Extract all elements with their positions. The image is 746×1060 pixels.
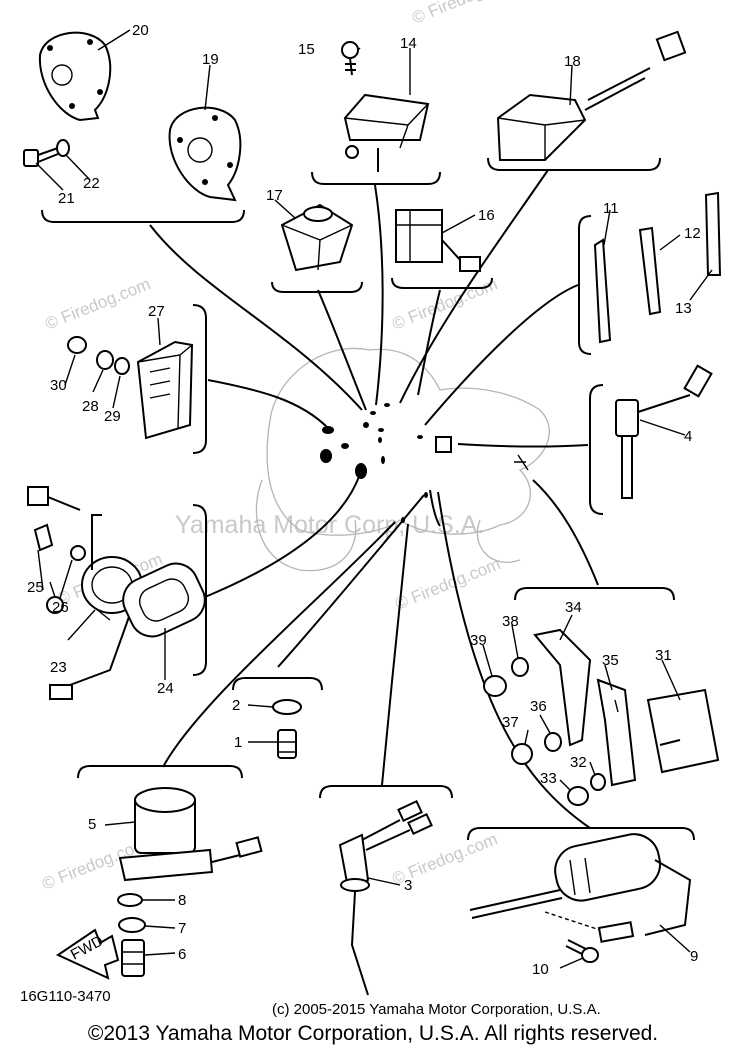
- relay-17: [280, 203, 354, 272]
- connector-mark: [370, 411, 376, 415]
- callout-15: 15: [298, 41, 315, 58]
- gasket-24: [122, 562, 206, 638]
- callout-34: 34: [565, 599, 582, 616]
- callout-11: 11: [603, 200, 619, 217]
- fasteners-6-8: [117, 893, 146, 977]
- watermark-site: © Firedog.com: [392, 554, 503, 613]
- callout-27: 27: [148, 303, 165, 320]
- connector-mark: [355, 463, 367, 479]
- callout-10: 10: [532, 961, 549, 978]
- callout-22: 22: [83, 175, 100, 192]
- watermark-center: Yamaha Motor Corp, U.S.A.: [175, 511, 484, 539]
- bolt-10: [565, 939, 599, 963]
- callout-35: 35: [602, 652, 619, 669]
- callout-23: 23: [50, 659, 67, 676]
- nuts-28-30: [67, 336, 130, 375]
- callout-36: 36: [530, 698, 547, 715]
- sensor-4: [615, 364, 713, 499]
- connector-mark: [417, 435, 423, 439]
- unit-18: [496, 30, 687, 161]
- frame-outline: [255, 347, 550, 572]
- callout-14: 14: [400, 35, 417, 52]
- watermark-site: © Firedog.com: [389, 274, 500, 333]
- leader-lines: [149, 169, 599, 829]
- connector-mark: [341, 443, 349, 449]
- callout-7: 7: [178, 920, 186, 937]
- connector-mark: [514, 454, 529, 471]
- callout-38: 38: [502, 613, 519, 630]
- copyright-notice: ©2013 Yamaha Motor Corporation, U.S.A. A…: [87, 1022, 659, 1045]
- callout-18: 18: [564, 53, 581, 70]
- bolt-21: [23, 139, 70, 167]
- callout-28: 28: [82, 398, 99, 415]
- callout-39: 39: [470, 632, 487, 649]
- callout-26: 26: [52, 599, 69, 616]
- switch-5: [118, 787, 263, 882]
- callout-19: 19: [202, 51, 219, 68]
- fastener-1-2: [272, 699, 302, 759]
- horn-20: [38, 31, 112, 122]
- relay-14: [343, 93, 430, 172]
- switch-3: [338, 800, 433, 996]
- horn-19: [168, 106, 242, 202]
- nuts-32-39: [483, 657, 606, 806]
- relay-16: [395, 209, 481, 272]
- connector-mark: [435, 436, 452, 453]
- screw-15: [341, 41, 359, 76]
- diagram-code: 16G110-3470: [20, 988, 111, 1005]
- callout-25: 25: [27, 579, 44, 596]
- callout-2: 2: [232, 697, 240, 714]
- callout-24: 24: [157, 680, 174, 697]
- watermark-site: © Firedog.com: [409, 0, 520, 28]
- callout-29: 29: [104, 408, 121, 425]
- forward-arrow: FWD: [55, 928, 120, 980]
- connector-mark: [320, 449, 332, 463]
- callout-1: 1: [234, 734, 242, 751]
- callout-8: 8: [178, 892, 186, 909]
- callout-6: 6: [178, 946, 186, 963]
- callout-16: 16: [478, 207, 495, 224]
- connector-mark: [378, 428, 384, 432]
- callout-31: 31: [655, 647, 672, 664]
- solenoid-9: [469, 833, 692, 943]
- callout-37: 37: [502, 714, 519, 731]
- connector-mark: [322, 426, 334, 434]
- callout-5: 5: [88, 816, 96, 833]
- connector-mark: [378, 437, 382, 443]
- brackets-34-35: [533, 628, 637, 787]
- connector-mark: [381, 456, 385, 464]
- callout-13: 13: [675, 300, 692, 317]
- callout-21: 21: [58, 190, 75, 207]
- cdi-27: [136, 340, 194, 440]
- callout-4: 4: [684, 428, 692, 445]
- callouts: 20 19 21 22 15 14 18 17 16 11 12 13 27 3…: [27, 22, 701, 978]
- connector-mark: [363, 422, 369, 428]
- group-brackets: [41, 157, 695, 841]
- callout-20: 20: [132, 22, 149, 39]
- cable-bands-11-13: [593, 191, 722, 344]
- small-notice: (c) 2005-2015 Yamaha Motor Corporation, …: [272, 1001, 601, 1018]
- connector-mark: [384, 403, 390, 407]
- pad-31: [646, 688, 720, 774]
- screw-25: [33, 523, 86, 614]
- callout-3: 3: [404, 877, 412, 894]
- connector-marks: [320, 403, 529, 523]
- callout-30: 30: [50, 377, 67, 394]
- watermark-site: © Firedog.com: [42, 274, 153, 333]
- callout-32: 32: [570, 754, 587, 771]
- callout-9: 9: [690, 948, 698, 965]
- parts: FWD: [23, 30, 722, 996]
- callout-33: 33: [540, 770, 557, 787]
- callout-12: 12: [684, 225, 701, 242]
- connector-mark: [424, 492, 428, 498]
- callout-leaders: [35, 29, 713, 969]
- callout-17: 17: [266, 187, 283, 204]
